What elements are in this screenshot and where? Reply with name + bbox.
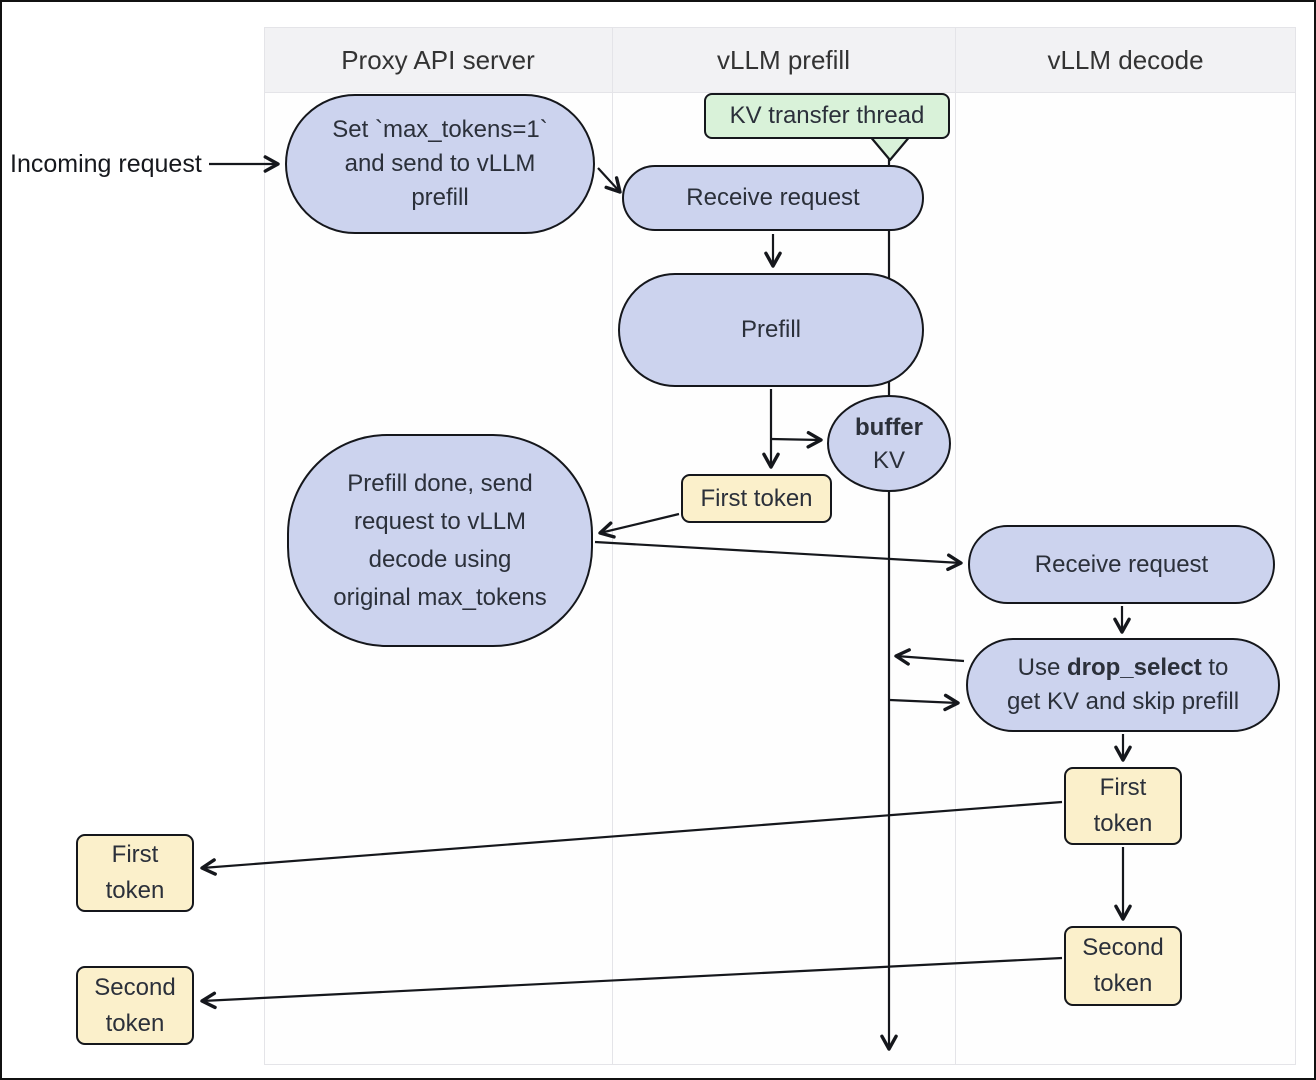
lane-title-decode-label: vLLM decode xyxy=(1047,44,1204,75)
drop-select-line1-bold: drop_select xyxy=(1066,654,1202,681)
out-first-token-line-1: First xyxy=(111,841,159,868)
arrow-drop-select-to-lifeline xyxy=(894,648,965,666)
proxy-set-line-2: and send to vLLM xyxy=(344,150,536,177)
proxy-set-line-3: prefill xyxy=(411,184,469,211)
out-first-token-line-2: token xyxy=(105,877,165,904)
decode-first-token-line-2: token xyxy=(1093,810,1153,837)
decode-first-token-line-1: First xyxy=(1099,774,1147,801)
drop-select-line-2: get KV and skip prefill xyxy=(1006,688,1240,715)
arrow-done-to-decode-receive xyxy=(594,540,963,572)
out-second-token-line-1: Second xyxy=(94,973,176,1001)
lane-divider-2 xyxy=(955,27,956,1065)
lane-title-prefill: vLLM prefill xyxy=(612,27,955,93)
prefill-label: Prefill xyxy=(740,316,801,343)
buffer-kv-line-2: KV xyxy=(872,446,905,474)
lane-title-prefill-label: vLLM prefill xyxy=(717,44,850,75)
incoming-request-label: Incoming request xyxy=(10,146,202,182)
node-drop-select: Use drop_select to get KV and skip prefi… xyxy=(966,638,1280,732)
lane-title-proxy-label: Proxy API server xyxy=(341,44,535,75)
prefill-done-line-2: request to vLLM xyxy=(353,507,527,535)
arrow-lifeline-to-drop-select xyxy=(889,693,960,712)
node-prefill: Prefill xyxy=(618,273,924,387)
node-decode-first-token: First token xyxy=(1064,767,1182,845)
decode-receive-label: Receive request xyxy=(1034,550,1209,578)
node-proxy-set-max-tokens: Set `max_tokens=1` and send to vLLM pref… xyxy=(285,94,595,234)
prefill-done-line-4: original max_tokens xyxy=(333,583,547,611)
lane-title-proxy: Proxy API server xyxy=(264,27,612,93)
drop-select-line1-pre: Use xyxy=(1017,654,1067,681)
prefill-first-token-label: First token xyxy=(700,484,813,512)
arrow-proxy-to-receive xyxy=(597,167,622,194)
decode-second-token-line-1: Second xyxy=(1082,934,1164,961)
node-kv-transfer-thread: KV transfer thread xyxy=(704,93,950,139)
prefill-done-line-1: Prefill done, send xyxy=(347,469,533,497)
arrow-first-token-to-done xyxy=(598,512,680,539)
node-buffer-kv: buffer KV xyxy=(827,395,951,492)
decode-second-token-line-2: token xyxy=(1093,970,1153,997)
lane-divider-1 xyxy=(612,27,613,1065)
lane-title-decode: vLLM decode xyxy=(955,27,1296,93)
incoming-request-text: Incoming request xyxy=(10,149,202,178)
node-out-first-token: First token xyxy=(76,834,194,912)
arrow-first-token-out xyxy=(200,800,1063,876)
kv-thread-label: KV transfer thread xyxy=(729,102,925,129)
prefill-receive-label: Receive request xyxy=(686,184,860,211)
node-decode-receive-request: Receive request xyxy=(968,525,1275,604)
node-prefill-first-token: First token xyxy=(681,474,832,523)
drop-select-line1-post: to xyxy=(1201,654,1229,681)
arrow-branch-to-buffer xyxy=(770,430,823,449)
node-out-second-token: Second token xyxy=(76,966,194,1045)
swimlane-header-row xyxy=(264,27,1296,93)
out-second-token-line-2: token xyxy=(105,1009,165,1037)
drop-select-line-1: Use drop_select to xyxy=(1018,651,1229,685)
prefill-done-line-3: decode using xyxy=(368,545,512,573)
arrow-second-token-out xyxy=(200,956,1063,1010)
node-prefill-receive-request: Receive request xyxy=(622,165,924,231)
node-decode-second-token: Second token xyxy=(1064,926,1182,1006)
node-prefill-done: Prefill done, send request to vLLM decod… xyxy=(287,434,593,647)
proxy-set-line-1: Set `max_tokens=1` xyxy=(332,116,548,143)
buffer-kv-line-1: buffer xyxy=(855,413,923,441)
